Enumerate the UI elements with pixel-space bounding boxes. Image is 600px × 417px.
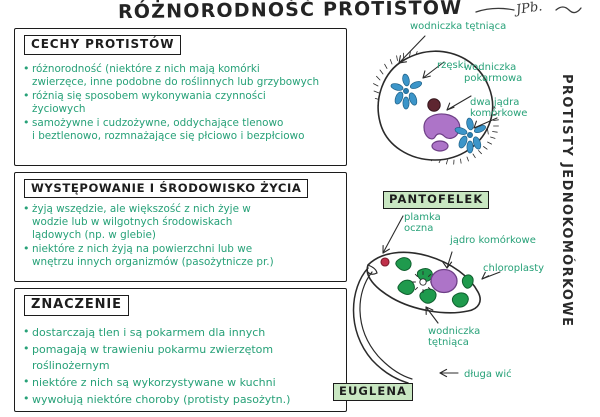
list-item: żyją wszędzie, ale większość z nich żyje… [23, 202, 341, 241]
contractile-vacuole-upper-icon [390, 73, 423, 110]
list-item: samożywne i cudzożywne, oddychające tlen… [23, 116, 341, 143]
list-item: niektóre z nich są wykorzystywane w kuch… [23, 374, 341, 391]
list-item: różnorodność (niektóre z nich mają komór… [23, 62, 341, 89]
side-caption: PROTISTY JEDNOKOMÓRKOWE [559, 74, 574, 328]
macronucleus-icon [423, 113, 461, 140]
page-title: RÓŻNORODNOŚĆ PROTISTÓW [117, 0, 463, 24]
author-signature: JPb. [515, 0, 544, 18]
annotation-wodniczka-tetniaca-bot: wodniczka tętniąca [428, 326, 481, 348]
food-vacuole-icon [427, 98, 441, 112]
contractile-vacuole-lower-icon [454, 117, 486, 154]
micronucleus-icon [431, 140, 449, 152]
list-item: niektóre z nich żyją na powierzchni lub … [23, 242, 341, 269]
euglena-contractile-vacuole-icon [412, 271, 434, 293]
title-flourish-left [475, 7, 515, 13]
annotation-wodniczka-pokarmowa: wodniczka pokarmowa [464, 62, 523, 84]
note-box-cechy: CECHY PROTISTÓW różnorodność (niektóre z… [14, 28, 347, 166]
list-item: różnią się sposobem wykonywania czynnośc… [23, 89, 341, 116]
gullet-icon [367, 264, 378, 275]
diagram-label-pantofelek: PANTOFELEK [383, 191, 490, 210]
list-item: wywołują niektóre choroby (protisty paso… [23, 391, 341, 408]
flagellum-icon-inner [359, 271, 413, 380]
diagram-label-euglena: EUGLENA [333, 383, 414, 402]
annotation-jadro-komorkowe: jądro komórkowe [450, 235, 536, 246]
euglena-nucleus-icon [430, 268, 458, 294]
note-box-heading: ZNACZENIE [24, 295, 129, 316]
note-box-wystepowanie: WYSTĘPOWANIE I ŚRODOWISKO ŻYCIA żyją wsz… [14, 172, 347, 282]
chloroplasts-icon [395, 257, 474, 308]
note-box-bullets: różnorodność (niektóre z nich mają komór… [23, 62, 341, 144]
note-box-bullets: żyją wszędzie, ale większość z nich żyje… [23, 202, 341, 270]
annotation-dluga-wic: długa wić [464, 369, 512, 380]
euglena-cell-membrane [366, 251, 481, 314]
note-box-heading: WYSTĘPOWANIE I ŚRODOWISKO ŻYCIA [24, 179, 309, 199]
list-item: pomagają w trawieniu pokarmu zwierzętom … [23, 341, 341, 373]
note-box-heading: CECHY PROTISTÓW [24, 35, 182, 55]
note-box-bullets: dostarczają tlen i są pokarmem dla innyc… [23, 324, 341, 409]
note-box-znaczenie: ZNACZENIE dostarczają tlen i są pokarmem… [14, 288, 347, 412]
annotation-plamka-oczna: plamka oczna [404, 212, 441, 234]
annotation-rzeski: rzęski [437, 60, 467, 71]
annotation-wodniczka-tetniaca-top: wodniczka tętniąca [410, 21, 507, 32]
flagellum-icon [352, 267, 409, 384]
title-flourish-right [555, 6, 582, 14]
list-item: dostarczają tlen i są pokarmem dla innyc… [23, 324, 341, 341]
annotation-dwa-jadra-komorkowe: dwa jądra komórkowe [470, 97, 528, 119]
eyespot-icon [380, 257, 390, 267]
annotation-chloroplasty: chloroplasty [483, 263, 545, 274]
